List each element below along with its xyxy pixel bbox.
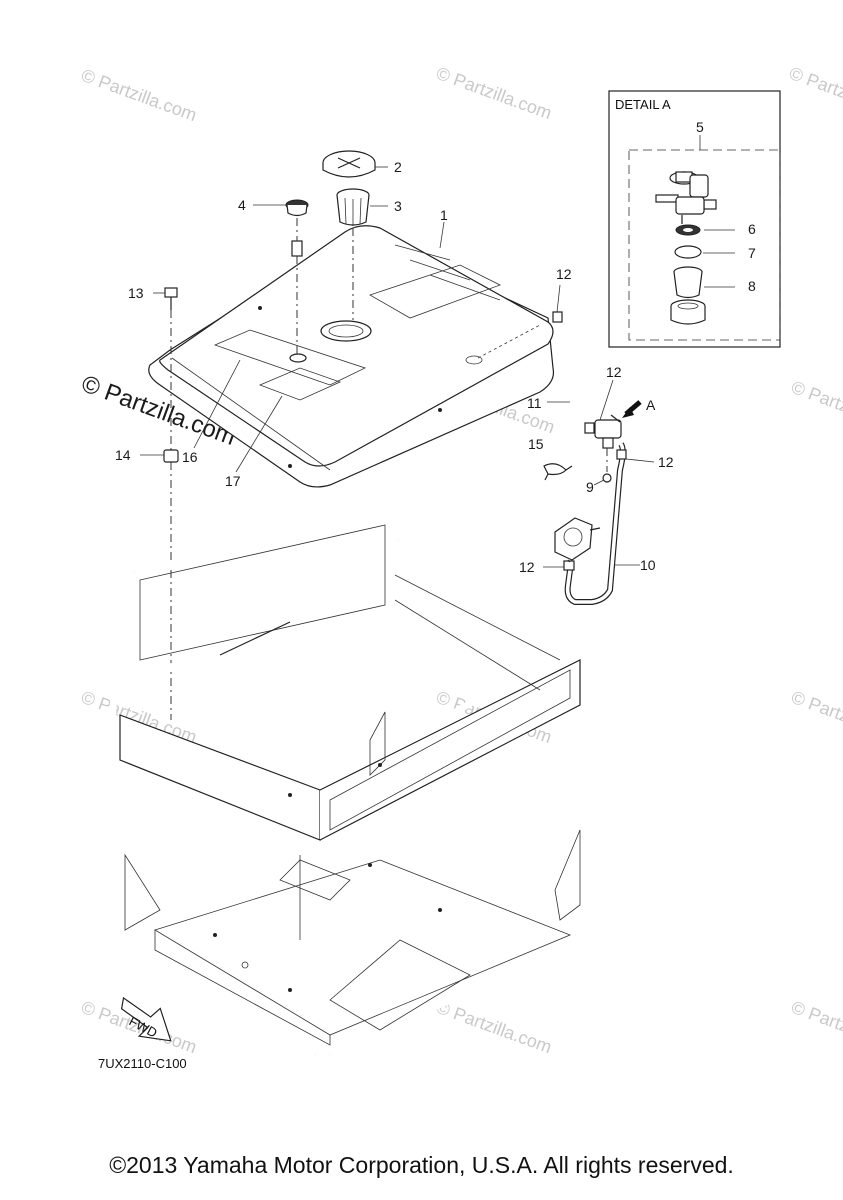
filter-screen-part [674, 245, 702, 259]
hose-clamp-part [543, 463, 567, 476]
callout-13: 13 [128, 285, 144, 301]
watermark: © Partzilla.com [434, 997, 555, 1057]
watermark: © Partzilla.com [789, 997, 843, 1057]
hose-clip [563, 560, 575, 571]
callout-5: 5 [696, 119, 704, 135]
hose-clip [616, 449, 627, 460]
fwd-arrow-icon: FWD [120, 996, 172, 1042]
callout-2: 2 [394, 159, 402, 175]
nut-part [163, 449, 179, 463]
callout-a: A [646, 397, 656, 413]
callout-16: 16 [182, 449, 198, 465]
fuel-cock-assembly [594, 400, 642, 449]
callout-12: 12 [658, 454, 674, 470]
callout-12: 12 [519, 559, 535, 575]
callout-12: 12 [556, 266, 572, 282]
callout-14: 14 [115, 447, 131, 463]
fuel-cap-part [322, 150, 376, 178]
fuel-strainer-part [336, 188, 370, 226]
callout-10: 10 [640, 557, 656, 573]
callout-1: 1 [440, 207, 448, 223]
hose-clip [584, 422, 595, 434]
callout-9: 9 [586, 479, 594, 495]
fuel-tank-part [148, 225, 555, 488]
grommet-part [285, 199, 309, 257]
callout-3: 3 [394, 198, 402, 214]
frame-part [109, 516, 601, 1059]
diagram-code: 7UX2110-C100 [98, 1056, 187, 1071]
copyright-notice: ©2013 Yamaha Motor Corporation, U.S.A. A… [109, 1152, 734, 1178]
callout-17: 17 [225, 473, 241, 489]
detail-title: DETAIL A [615, 97, 671, 112]
detail-a-box: DETAIL A 5 6 [608, 90, 781, 348]
watermark: © Partzilla.com [789, 687, 843, 747]
callout-15: 15 [528, 436, 544, 452]
ring-nut-part [670, 299, 706, 325]
sediment-cup-part [673, 266, 703, 299]
watermark: © Partzilla.com [789, 377, 843, 437]
watermark: © Partzilla.com [787, 63, 843, 123]
screw-part [602, 473, 612, 483]
callout-12: 12 [606, 364, 622, 380]
fuel-pump-part [554, 517, 601, 563]
bolt-part [164, 287, 178, 310]
watermark: © Partzilla.com [434, 63, 555, 123]
fuel-cock-part [655, 171, 717, 224]
callout-8: 8 [748, 278, 756, 294]
callout-7: 7 [748, 245, 756, 261]
fuel-hose-part [552, 310, 598, 433]
watermark: © Partzilla.com [79, 65, 200, 125]
callout-4: 4 [238, 197, 246, 213]
callout-11: 11 [527, 395, 542, 411]
callout-6: 6 [748, 221, 756, 237]
hose-clip [552, 311, 563, 323]
